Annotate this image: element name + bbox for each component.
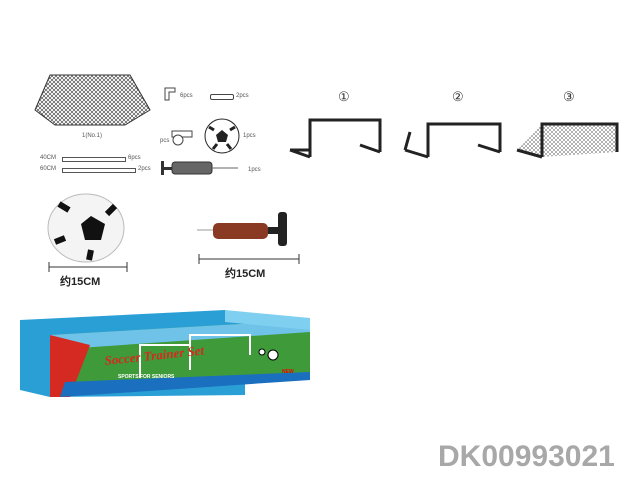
net-label: 1(No.1)	[82, 133, 103, 139]
pump-small-icon	[161, 161, 238, 175]
box-new-badge: NEW	[282, 369, 294, 375]
soccer-ball-small-icon	[204, 118, 240, 154]
watermark: DK00993021	[438, 440, 615, 473]
tube-qty: 2pcs	[236, 93, 249, 99]
rod60-icon	[62, 168, 136, 173]
step-3-label: ③	[563, 89, 575, 104]
pump-photo	[197, 212, 287, 246]
pump-size-label: 约15CM	[225, 268, 266, 280]
tube-connector-icon	[210, 94, 234, 100]
elbow-qty: 6pcs	[180, 93, 193, 99]
goal-step-2-illustration	[403, 122, 502, 159]
pump-qty: 1pcs	[248, 167, 261, 173]
box-subtitle: SPORTS FOR SENIORS	[118, 374, 175, 380]
whistle-icon	[171, 130, 193, 146]
rod60-label: 60CM	[40, 166, 57, 172]
elbow-connector-icon	[164, 87, 176, 101]
goal-step-3-illustration	[516, 122, 619, 159]
ball-dimension-line	[48, 262, 128, 272]
rod60-qty: 2pcs	[138, 166, 151, 172]
pump-dimension-line	[198, 254, 300, 264]
goal-net-illustration	[34, 74, 151, 126]
rod40-label: 40CM	[40, 155, 57, 161]
soccer-ball-photo	[47, 193, 125, 263]
step-1-label: ①	[338, 89, 350, 104]
rod40-icon	[62, 157, 126, 162]
product-box-photo: Soccer Trainer Set SPORTS FOR SENIORS NE…	[20, 310, 310, 397]
step-2-label: ②	[452, 89, 464, 104]
whistle-qty: pcs	[160, 138, 170, 144]
rod40-qty: 6pcs	[128, 155, 141, 161]
ball-size-label: 约15CM	[60, 276, 101, 288]
ball-qty: 1pcs	[243, 133, 256, 139]
goal-step-1-illustration	[289, 118, 382, 159]
